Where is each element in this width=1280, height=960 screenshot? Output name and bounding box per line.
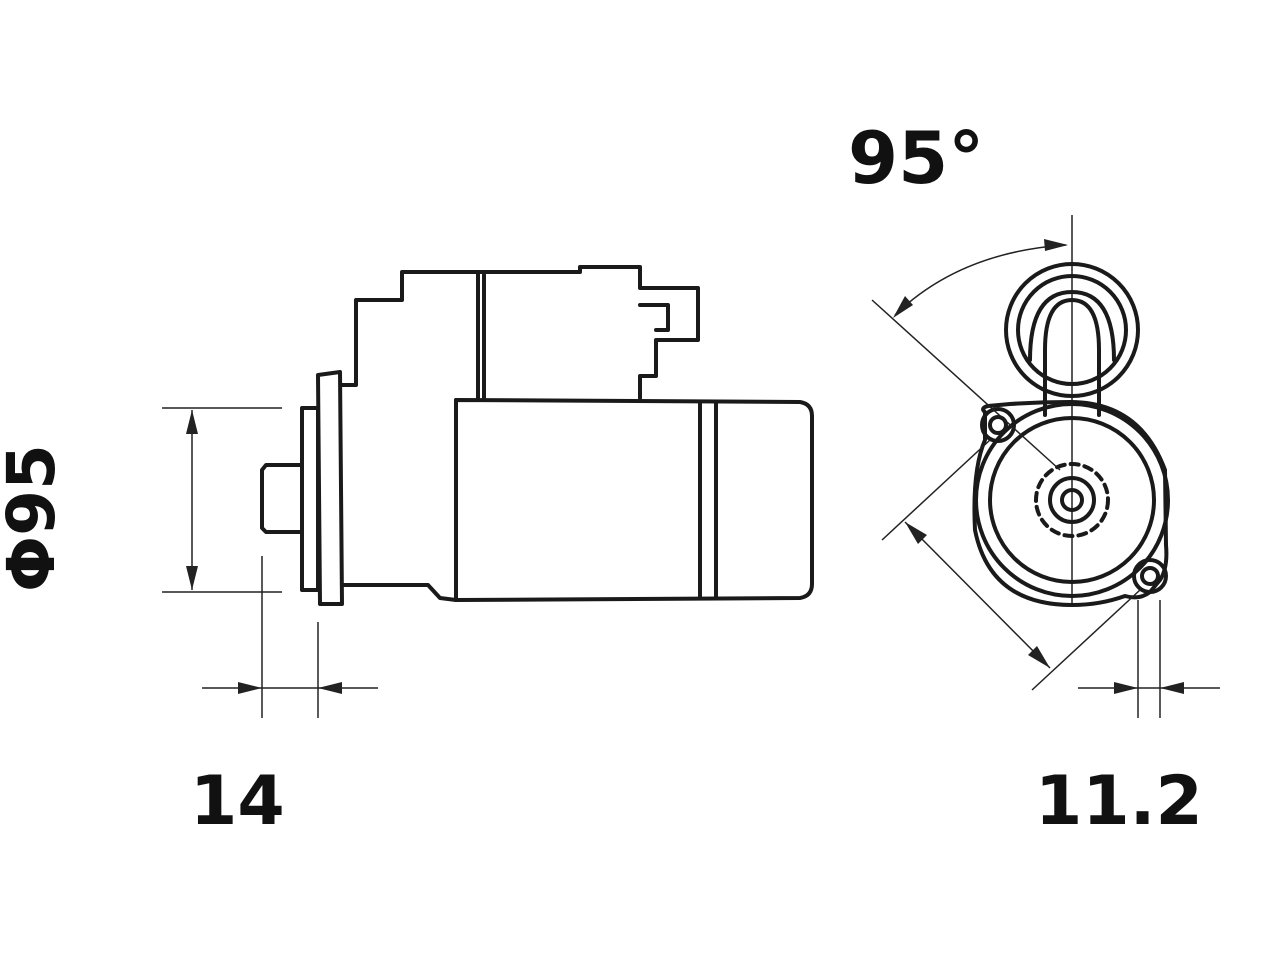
mounting-flange bbox=[316, 370, 344, 606]
flange-distance-dimension bbox=[1078, 600, 1220, 718]
pinion-gear bbox=[1034, 462, 1110, 538]
angle-dimension bbox=[871, 239, 1068, 471]
nose-housing bbox=[340, 270, 480, 602]
pinion-stub bbox=[260, 463, 302, 534]
offset-dimension bbox=[202, 556, 378, 718]
flange-diagonal-dimension bbox=[881, 439, 1141, 691]
diameter-label: Φ95 bbox=[0, 444, 70, 592]
solenoid-body bbox=[476, 265, 700, 400]
front-flange bbox=[300, 406, 320, 592]
solenoid-terminal bbox=[638, 303, 670, 332]
offset-label: 14 bbox=[190, 762, 285, 841]
flange-distance-label: 11.2 bbox=[1035, 762, 1203, 841]
bolt-hole-bottom bbox=[1132, 558, 1168, 594]
front-view bbox=[871, 215, 1220, 718]
angle-label: 95° bbox=[848, 116, 985, 200]
motor-body bbox=[454, 398, 814, 602]
solenoid-yoke bbox=[1043, 298, 1101, 417]
side-view bbox=[162, 265, 814, 718]
bolt-hole-top bbox=[980, 407, 1016, 443]
solenoid-end bbox=[1004, 262, 1140, 398]
